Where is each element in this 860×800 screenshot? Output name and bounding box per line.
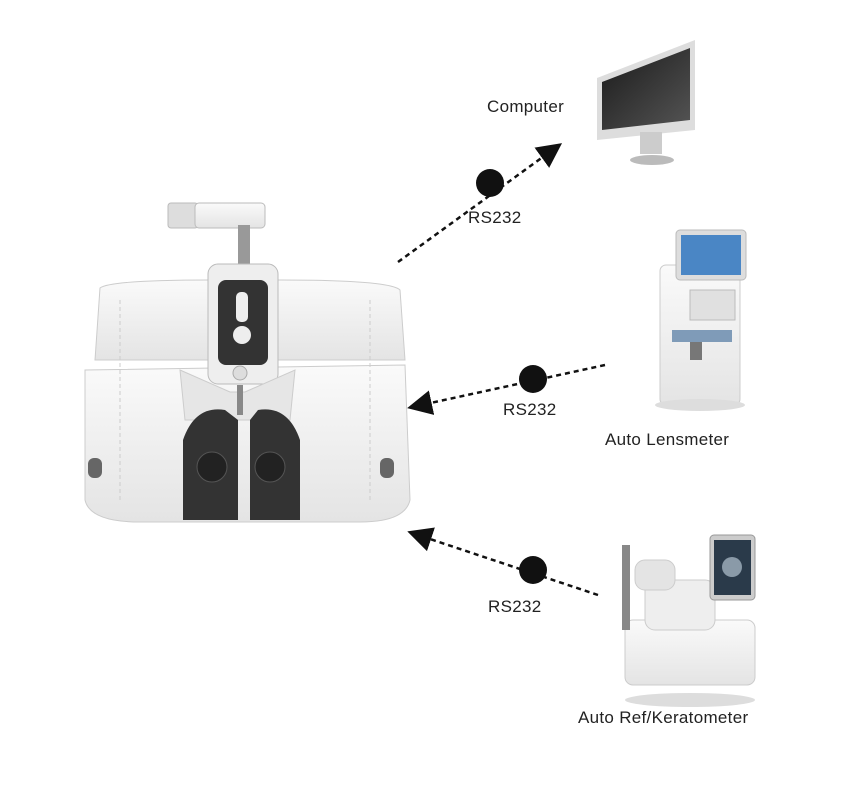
computer-label: Computer xyxy=(487,97,565,116)
link-node-dot xyxy=(476,169,504,197)
lensmeter-label: Auto Lensmeter xyxy=(605,430,730,449)
autoref-label: Auto Ref/Keratometer xyxy=(578,708,749,727)
phoropter-device xyxy=(84,202,411,523)
rs232-label-autoref: RS232 xyxy=(488,597,542,616)
link-lensmeter xyxy=(407,363,606,415)
computer-device xyxy=(597,40,695,165)
link-autoref xyxy=(407,527,599,597)
link-computer xyxy=(397,143,563,264)
link-node-dot xyxy=(519,556,547,584)
autoref-device xyxy=(622,534,756,707)
rs232-label-computer: RS232 xyxy=(468,208,522,227)
lensmeter-device xyxy=(655,229,747,411)
link-node-dot xyxy=(519,365,547,393)
rs232-label-lensmeter: RS232 xyxy=(503,400,557,419)
